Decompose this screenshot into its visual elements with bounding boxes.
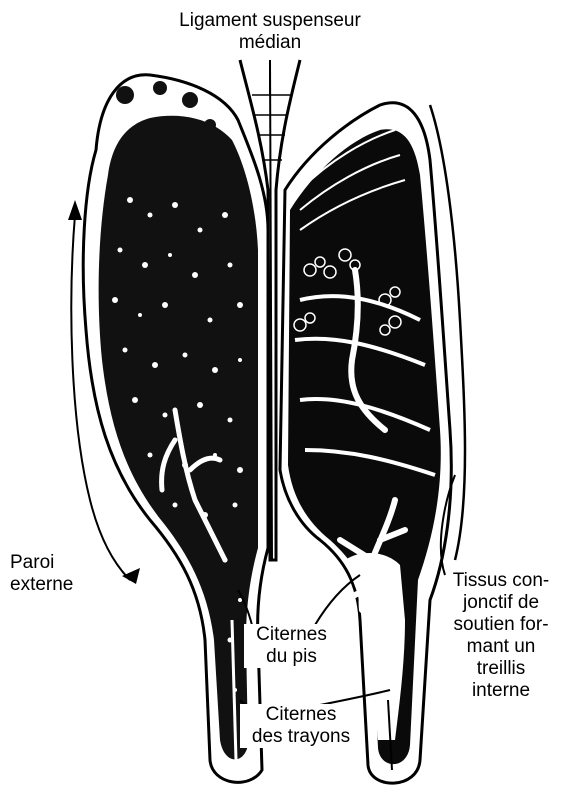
label-citernes-pis-line2: du pis [244,646,339,668]
label-citernes-pis-line1: Citernes [244,624,339,646]
label-tissus: Tissus con- jonctif de soutien for- mant… [437,570,565,702]
label-ligament-line1: Ligament suspenseur [135,10,405,32]
label-tissus-line5: treillis [437,658,565,680]
label-citernes-trayons-line2: des trayons [240,726,362,748]
label-paroi-line1: Paroi [0,552,100,574]
label-paroi: Paroi externe [0,552,100,596]
label-tissus-line6: interne [437,680,565,702]
label-citernes-trayons-line1: Citernes [240,704,362,726]
label-tissus-line2: jonctif de [437,592,565,614]
label-paroi-line2: externe [0,574,100,596]
label-citernes-trayons: Citernes des trayons [240,704,362,748]
paroi-arrowhead-bottom [122,568,140,584]
label-tissus-line4: mant un [437,636,565,658]
label-tissus-line1: Tissus con- [437,570,565,592]
label-ligament: Ligament suspenseur médian [135,10,405,54]
paroi-arrowhead-top [68,200,82,220]
left-quarter [83,75,268,783]
label-ligament-line2: médian [135,32,405,54]
label-citernes-pis: Citernes du pis [244,624,339,668]
label-tissus-line3: soutien for- [437,614,565,636]
